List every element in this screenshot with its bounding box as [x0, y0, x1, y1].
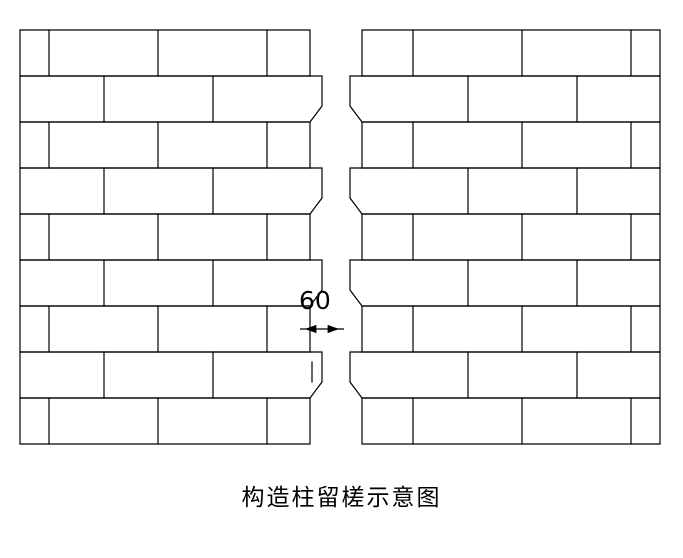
right-wall-course-3 [361, 121, 661, 169]
left-wall-course-1 [19, 29, 311, 77]
left-wall-course-3 [19, 121, 311, 169]
dimension-arrowhead-right [327, 324, 340, 334]
right-wall-course-6 [349, 259, 661, 307]
right-wall-course-2 [349, 75, 661, 123]
drawing-title-caption: 构造柱留槎示意图 [241, 485, 442, 511]
dimension-value-label: 60 [299, 286, 331, 315]
right-wall-course-1 [361, 29, 661, 77]
left-wall-course-6 [19, 259, 323, 307]
right-wall-course-5 [361, 213, 661, 261]
dimension-arrowhead-left [304, 324, 317, 334]
left-wall-course-8 [19, 351, 323, 399]
right-wall-course-7 [361, 305, 661, 353]
left-wall-course-4 [19, 167, 323, 215]
left-wall-course-9 [19, 397, 311, 445]
left-wall-course-7 [19, 305, 311, 353]
left-wall-course-2 [19, 75, 323, 123]
right-wall-course-9 [361, 397, 661, 445]
dimension-annotation-60: 60 [299, 286, 344, 334]
right-wall-course-8 [349, 351, 661, 399]
left-masonry-wall [19, 29, 323, 445]
right-masonry-wall [349, 29, 661, 445]
right-wall-course-4 [349, 167, 661, 215]
left-wall-course-5 [19, 213, 311, 261]
